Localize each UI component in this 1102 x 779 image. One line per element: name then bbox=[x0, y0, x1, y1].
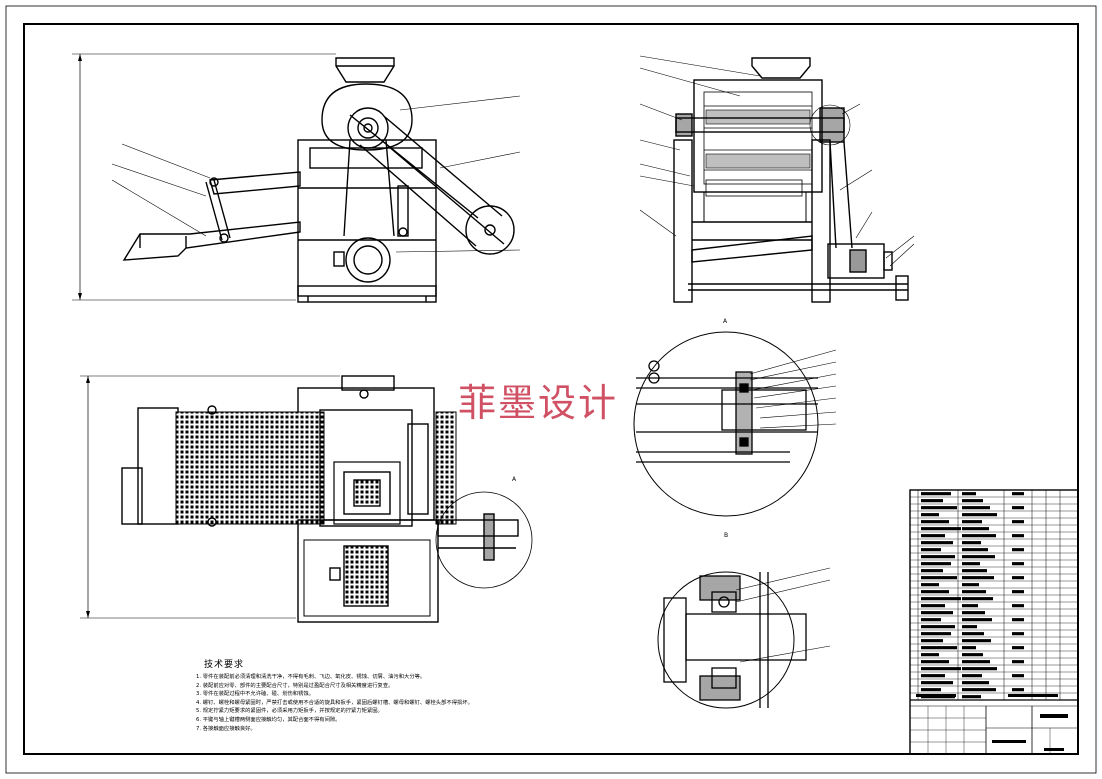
parts-list-title-block bbox=[909, 489, 1079, 755]
section-b-detail bbox=[657, 567, 831, 709]
section-b-label: B bbox=[724, 532, 729, 539]
detail-callout-label: A bbox=[512, 476, 517, 483]
outer-border bbox=[5, 5, 1097, 774]
top-view bbox=[80, 375, 533, 623]
technical-requirements-title: 技术要求 bbox=[204, 660, 245, 670]
front-view bbox=[72, 53, 521, 303]
technical-requirements: 技术要求 1. 零件在装配前必须清理和清洗干净，不得有毛刺、飞边、氧化皮、锈蚀、… bbox=[196, 657, 526, 733]
requirement-line: 2. 装配前应对零、部件的主要配合尺寸，特别是过盈配合尺寸及相关精度进行复查。 bbox=[196, 682, 394, 689]
section-a-detail bbox=[633, 331, 837, 517]
requirement-line: 6. 平键与轴上键槽两侧面应接触均匀，其配合面不得有间隙。 bbox=[196, 716, 341, 723]
requirement-line: 5. 规定拧紧力矩要求的紧固件，必须采用力矩扳手，并按规定的拧紧力矩紧固。 bbox=[196, 708, 383, 715]
requirement-line: 3. 零件在装配过程中不允许磕、碰、划伤和锈蚀。 bbox=[196, 691, 314, 698]
watermark-text: 菲墨设计 bbox=[458, 381, 619, 425]
section-a-label: A bbox=[723, 318, 728, 325]
requirement-line: 4. 螺钉、螺栓和螺母紧固时，严禁打击或使用不合适的旋具和扳手，紧固后螺钉槽、螺… bbox=[196, 699, 473, 706]
inner-frame bbox=[23, 23, 1079, 755]
requirement-line: 7. 各接触面应接触良好。 bbox=[196, 725, 256, 732]
requirement-line: 1. 零件在装配前必须清理和清洗干净，不得有毛刺、飞边、氧化皮、锈蚀、切屑、油污… bbox=[196, 674, 426, 680]
side-view bbox=[639, 55, 915, 303]
